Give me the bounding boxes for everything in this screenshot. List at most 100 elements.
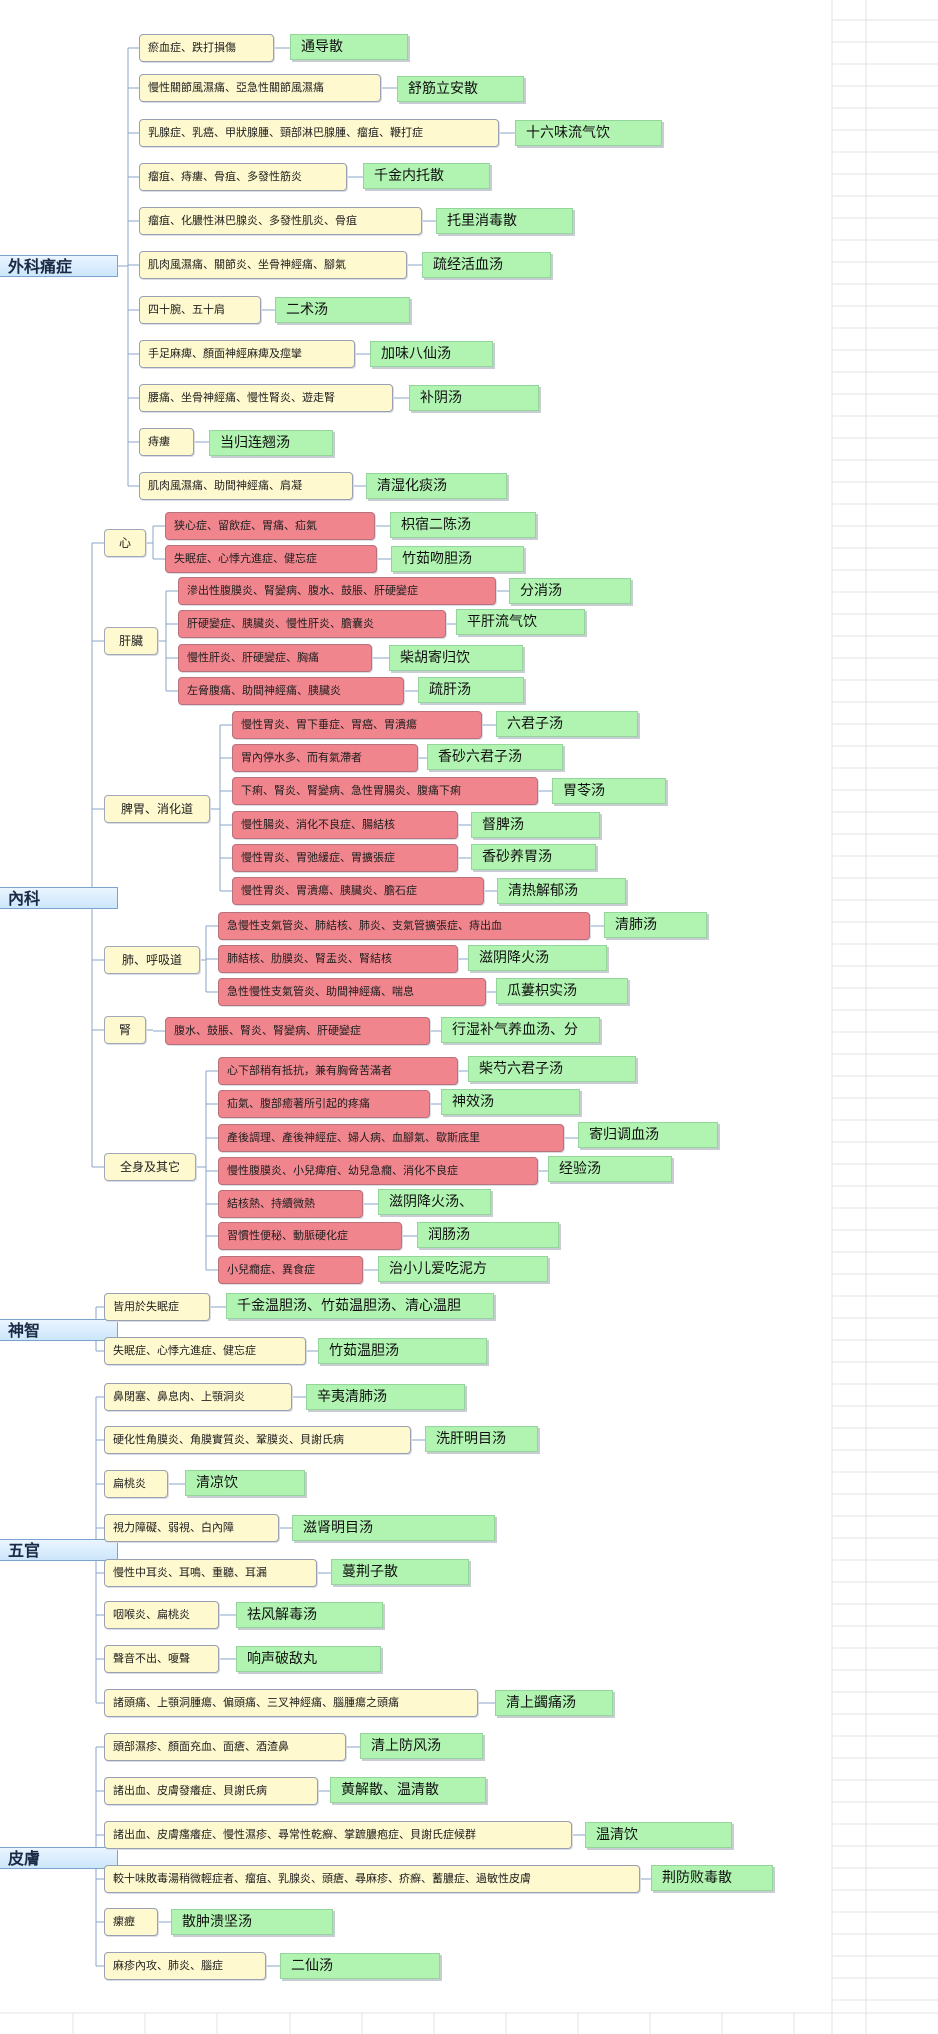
formula-box: 十六味流气饮	[515, 120, 662, 146]
condition-box: 慢性肝炎、肝硬變症、胸痛	[178, 644, 372, 672]
formula-box: 瓜蔞枳实汤	[496, 978, 628, 1004]
group-label: 五官	[0, 1539, 118, 1561]
condition-box: 聲音不出、嗄聲	[104, 1645, 219, 1673]
formula-box: 滋阴降火汤、	[378, 1189, 491, 1215]
formula-box: 千金温胆汤、竹茹温胆汤、清心温胆	[226, 1293, 494, 1319]
group-label: 外科痛症	[0, 255, 118, 277]
formula-box: 清湿化痰汤	[366, 473, 507, 499]
formula-box: 六君子汤	[496, 711, 638, 737]
condition-box: 疝氣、腹部癒著所引起的疼痛	[218, 1090, 430, 1118]
category-box: 肝臟	[104, 627, 158, 655]
condition-box: 狭心症、留飲症、胃痛、疝氣	[165, 512, 375, 540]
formula-box: 竹茹吻胆汤	[391, 546, 524, 572]
condition-box: 慢性中耳炎、耳鳴、重聽、耳漏	[104, 1559, 317, 1587]
condition-box: 諸出血、皮膚瘙癢症、慢性濕疹、尋常性乾癬、掌蹠膿疱症、貝謝氏症候群	[104, 1821, 572, 1849]
condition-box: 痔瘻	[139, 428, 194, 456]
condition-box: 胃內停水多、而有氣滯者	[232, 744, 418, 772]
formula-box: 疏肝汤	[418, 677, 524, 703]
formula-box: 柴芍六君子汤	[468, 1056, 636, 1082]
formula-box: 寄归调血汤	[578, 1122, 718, 1148]
formula-box: 清上防风汤	[360, 1733, 483, 1759]
condition-box: 諸出血、皮膚發癢症、貝謝氏病	[104, 1777, 318, 1805]
condition-box: 小兒癇症、異食症	[218, 1256, 363, 1284]
formula-box: 分消汤	[509, 578, 631, 604]
formula-box: 香砂六君子汤	[427, 744, 563, 770]
condition-box: 急慢性支氣管炎、肺結核、肺炎、支氣管擴張症、痔出血	[218, 912, 590, 940]
condition-box: 慢性腹膜炎、小兒痺疳、幼兒急癇、消化不良症	[218, 1157, 538, 1185]
formula-box: 督脾汤	[471, 812, 600, 838]
condition-box: 諸頭痛、上顎洞腫瘍、偏頭痛、三叉神經痛、腦腫瘍之頭痛	[104, 1689, 478, 1717]
formula-box: 补阴汤	[409, 385, 539, 411]
condition-box: 滲出性腹膜炎、腎變病、腹水、鼓脹、肝硬變症	[178, 577, 496, 605]
condition-box: 瘀血症、跌打損傷	[139, 34, 274, 62]
condition-box: 左脅腹痛、助間神經痛、胰臟炎	[178, 677, 404, 705]
condition-box: 慢性胃炎、胃下垂症、胃癌、胃潰瘍	[232, 711, 482, 739]
condition-box: 結核熱、持續微熱	[218, 1190, 363, 1218]
condition-box: 慢性胃炎、胃弛緩症、胃擴張症	[232, 844, 458, 872]
condition-box: 瘤疽、化膿性淋巴腺炎、多發性肌炎、骨疽	[139, 207, 422, 235]
condition-box: 慢性胃炎、胃潰瘍、胰臟炎、膽石症	[232, 877, 484, 905]
condition-box: 四十腕、五十肩	[139, 296, 261, 324]
formula-box: 清上蠲痛汤	[495, 1690, 613, 1716]
condition-box: 習慣性便秘、動脈硬化症	[218, 1222, 402, 1250]
formula-box: 滋肾明目汤	[292, 1515, 495, 1541]
category-box: 腎	[104, 1016, 146, 1044]
formula-box: 温清饮	[585, 1822, 732, 1848]
category-box: 心	[104, 529, 146, 557]
condition-box: 手足麻痺、顏面神經麻痺及痙攣	[139, 340, 355, 368]
formula-box: 二术汤	[275, 297, 410, 323]
formula-box: 蔓荆子散	[331, 1559, 469, 1585]
condition-box: 心下部稍有抵抗，兼有胸脅苦滿者	[218, 1057, 458, 1085]
condition-box: 肺結核、肋膜炎、腎盂炎、腎結核	[218, 945, 458, 973]
formula-box: 舒筋立安散	[397, 76, 524, 102]
condition-box: 扁桃炎	[104, 1470, 168, 1498]
formula-box: 治小儿爱吃泥方	[378, 1256, 548, 1282]
formula-box: 枳宿二陈汤	[390, 512, 536, 538]
condition-box: 肝硬變症、胰臟炎、慢性肝炎、膽囊炎	[178, 610, 446, 638]
formula-box: 当归连翘汤	[209, 430, 333, 456]
formula-box: 祛风解毒汤	[236, 1602, 383, 1628]
group-label: 神智	[0, 1319, 118, 1341]
formula-box: 千金内托散	[363, 163, 490, 189]
formula-box: 加味八仙汤	[370, 341, 493, 367]
condition-box: 腹水、鼓脹、腎炎、腎變病、肝硬變症	[165, 1017, 430, 1045]
condition-box: 鼻閉塞、鼻息肉、上顎洞炎	[104, 1383, 292, 1411]
formula-box: 竹茹温胆汤	[318, 1338, 487, 1364]
condition-box: 乳腺症、乳癌、甲狀腺腫、頸部淋巴腺腫、瘤疽、鞭打症	[139, 119, 499, 147]
condition-box: 急性慢性支氣管炎、助間神經痛、喘息	[218, 978, 486, 1006]
formula-box: 黄解散、温清散	[330, 1777, 486, 1803]
condition-box: 較十味敗毒湯稍微輕症者、瘤疽、乳腺炎、頭瘡、尋麻疹、疥癬、蓄膿症、過敏性皮膚	[104, 1865, 640, 1893]
condition-box: 肌肉風濕痛、助間神經痛、肩凝	[139, 472, 353, 500]
formula-box: 荆防败毒散	[651, 1865, 773, 1891]
formula-box: 清肺汤	[604, 912, 707, 938]
condition-box: 麻疹內攻、肺炎、腦症	[104, 1952, 266, 1980]
formula-box: 胃苓汤	[552, 778, 666, 804]
group-label: 內科	[0, 887, 118, 909]
formula-box: 辛夷清肺汤	[306, 1384, 465, 1410]
category-box: 脾胃、消化道	[104, 795, 210, 823]
formula-box: 散肿溃坚汤	[171, 1909, 333, 1935]
condition-box: 視力障礙、弱視、白內障	[104, 1514, 279, 1542]
formula-box: 神效汤	[441, 1089, 580, 1115]
formula-box: 柴胡寄归饮	[389, 645, 523, 671]
condition-box: 腰痛、坐骨神經痛、慢性腎炎、遊走腎	[139, 384, 393, 412]
condition-box: 慢性關節風濕痛、亞急性關節風濕痛	[139, 74, 381, 102]
formula-box: 平肝流气饮	[456, 609, 585, 635]
formula-box: 托里消毒散	[436, 208, 573, 234]
condition-box: 頭部濕疹、顏面充血、面瘡、酒渣鼻	[104, 1733, 346, 1761]
condition-box: 失眠症、心悸亢進症、健忘症	[165, 545, 377, 573]
condition-box: 失眠症、心悸亢進症、健忘症	[104, 1337, 306, 1365]
formula-box: 通导散	[290, 34, 408, 60]
category-box: 全身及其它	[104, 1153, 196, 1181]
condition-box: 產後調理、產後神經症、婦人病、血腳氣、歇斯底里	[218, 1124, 564, 1152]
formula-box: 经验汤	[548, 1156, 672, 1182]
formula-box: 滋阴降火汤	[468, 945, 607, 971]
condition-box: 慢性腸炎、消化不良症、腸結核	[232, 811, 458, 839]
formula-box: 疏经活血汤	[422, 252, 551, 278]
condition-box: 咽喉炎、扁桃炎	[104, 1601, 219, 1629]
formula-box: 润肠汤	[417, 1222, 559, 1248]
formula-box: 响声破敌丸	[236, 1646, 381, 1672]
condition-box: 下痢、腎炎、腎變病、急性胃腸炎、腹痛下痢	[232, 777, 538, 805]
